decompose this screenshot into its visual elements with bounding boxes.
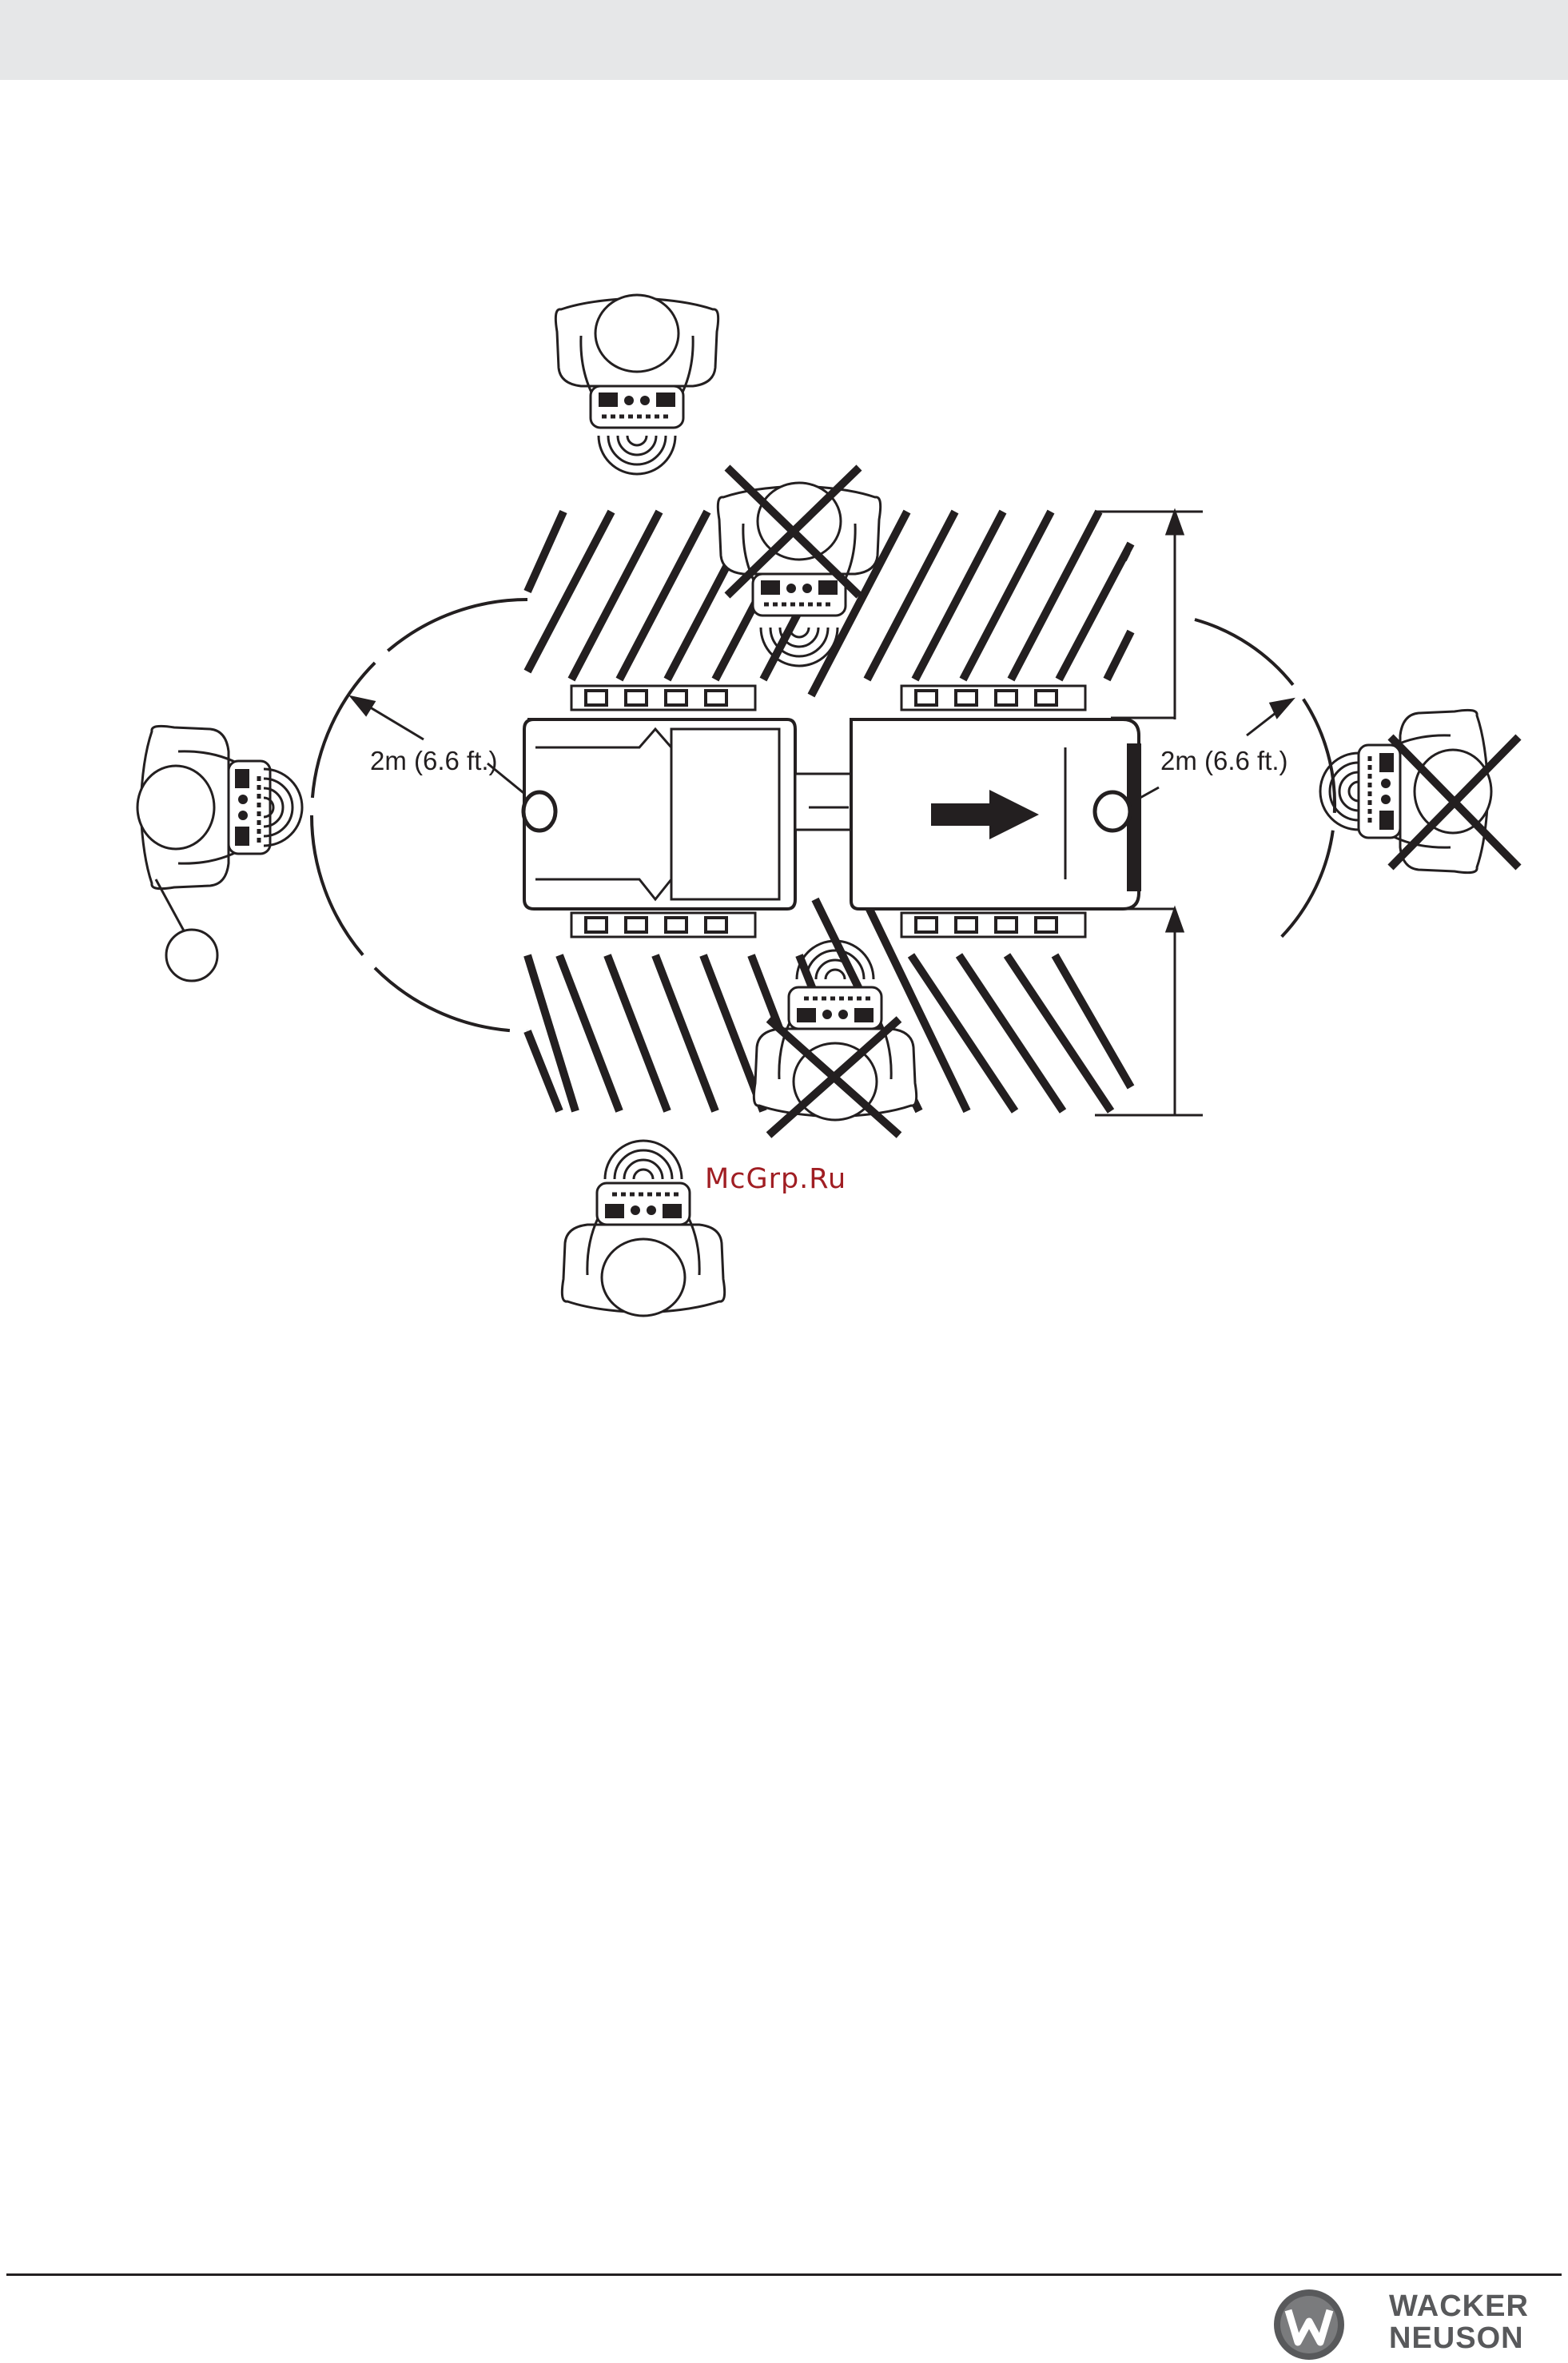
- operator-bottom-correct: [562, 1141, 724, 1316]
- machine-top-view: [523, 686, 1141, 937]
- operator-left-correct: [137, 726, 302, 981]
- footer-rule: [6, 2273, 1562, 2276]
- boundary-arc-right: [1195, 620, 1335, 947]
- distance-label-left: 2m (6.6 ft.): [370, 746, 498, 776]
- logo-wordmark: WACKER NEUSON: [1389, 2290, 1529, 2354]
- operator-top-correct: [555, 295, 718, 474]
- brand-logo: WACKER NEUSON: [1271, 2286, 1568, 2363]
- callout-circle-icon: [166, 930, 217, 981]
- logo-line-2: NEUSON: [1389, 2322, 1529, 2354]
- operator-bottom-prohibited: [754, 941, 916, 1135]
- logo-mark-icon: [1271, 2286, 1347, 2363]
- distance-label-right: 2m (6.6 ft.): [1160, 746, 1288, 776]
- logo-line-1: WACKER: [1389, 2290, 1529, 2322]
- watermark: McGrp.Ru: [705, 1163, 846, 1195]
- boundary-arc-left: [312, 600, 527, 1031]
- operator-right-prohibited: [1320, 710, 1518, 872]
- remote-operation-zone-figure: [0, 0, 1568, 1359]
